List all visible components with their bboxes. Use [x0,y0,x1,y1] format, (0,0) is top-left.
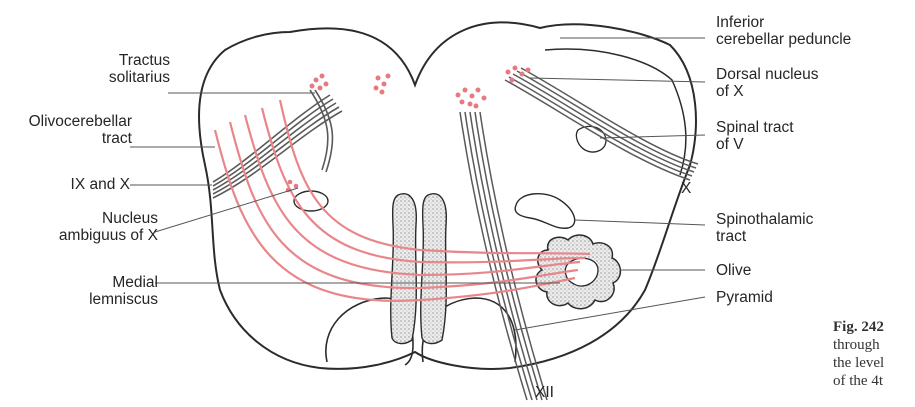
label-olive: Olive [716,262,751,279]
spinal-tract-v-shape [576,126,606,152]
label-nerve-x: X [681,180,691,197]
medial-lemniscus-right [421,194,447,344]
figure-number: Fig. 242 [833,319,884,335]
label-nerve-xii: XII [535,384,554,401]
vagal-fibres-right [505,68,698,180]
nucleus-dots [286,66,531,193]
spinothalamic-tract-shape [515,194,575,229]
hypoglossal-fibres [460,112,547,400]
label-pyramid: Pyramid [716,289,773,306]
label-ix-and-x: IX and X [0,176,130,193]
medial-lemniscus-left [391,194,417,344]
caption-line: of the 4t [833,372,884,390]
caption-line: the level [833,354,884,372]
figure-caption: Fig. 242 through the level of the 4t [833,318,884,390]
ix-x-rootlets [213,90,342,198]
caption-line: through [833,336,884,354]
